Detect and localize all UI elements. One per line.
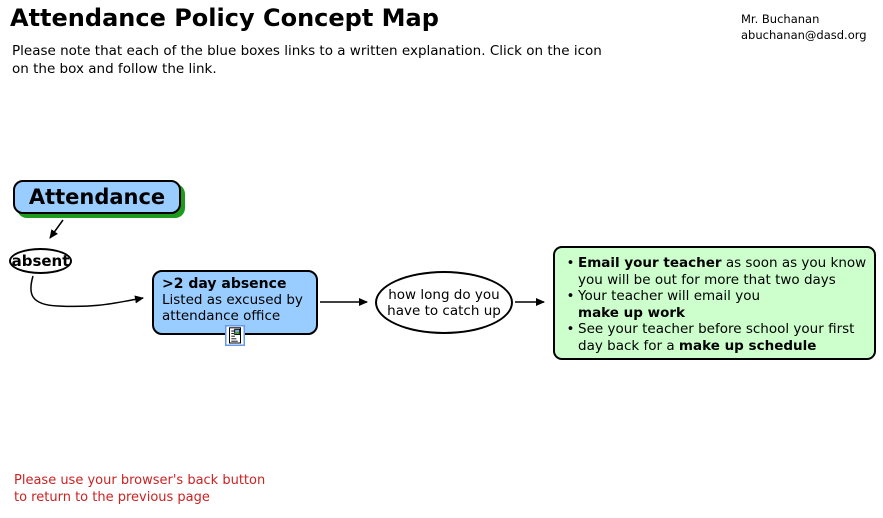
node-absence-box: >2 day absence Listed as excused by atte… xyxy=(152,270,318,335)
author-contact: Mr. Buchanan abuchanan@dasd.org xyxy=(741,12,867,43)
page-subtitle: Please note that each of the blue boxes … xyxy=(12,43,602,78)
info-bullet-2: • Your teacher will email you make up wo… xyxy=(563,288,868,321)
author-name: Mr. Buchanan xyxy=(741,12,820,26)
bullet-marker: • xyxy=(566,288,575,304)
bullet-marker: • xyxy=(566,255,575,271)
node-info-box: • Email your teacher as soon as you know… xyxy=(553,246,876,360)
back-note-line-2: to return to the previous page xyxy=(14,490,210,505)
bullet-marker: • xyxy=(566,321,575,337)
document-link-icon[interactable] xyxy=(225,325,245,346)
info-bullet-3-bold: make up schedule xyxy=(678,337,817,354)
info-bullet-3-line2-pre: day back for a xyxy=(578,337,679,354)
arrow-absent-to-absence-box xyxy=(30,275,144,308)
node-attendance: Attendance xyxy=(13,180,181,214)
arrow-attendance-to-absent xyxy=(49,219,64,239)
subtitle-line-2: on the box and follow the link. xyxy=(12,60,217,77)
question-line-2: have to catch up xyxy=(387,302,501,319)
subtitle-line-1: Please note that each of the blue boxes … xyxy=(12,43,602,59)
absence-box-line-1: Listed as excused by xyxy=(162,292,303,308)
absence-box-title: >2 day absence xyxy=(162,276,287,292)
absence-box-line-2: attendance office xyxy=(162,308,281,324)
info-bullet-3: • See your teacher before school your fi… xyxy=(563,321,868,354)
node-absent-label: absent xyxy=(11,252,70,270)
info-bullet-1-bold: Email your teacher xyxy=(578,255,722,271)
info-bullet-1-line2: you will be out for more that two days xyxy=(578,271,836,288)
node-question: how long do you have to catch up xyxy=(375,271,513,334)
info-bullet-1: • Email your teacher as soon as you know… xyxy=(563,255,868,288)
document-link-icon-glyph xyxy=(225,325,245,346)
back-note-line-1: Please use your browser's back button xyxy=(14,473,266,488)
info-bullet-1-rest: as soon as you know xyxy=(721,255,867,271)
info-bullet-3-text: See your teacher before school your firs… xyxy=(578,321,868,354)
author-email: abuchanan@dasd.org xyxy=(741,27,867,42)
info-bullet-2-text: Your teacher will email you make up work xyxy=(578,288,868,321)
page-title: Attendance Policy Concept Map xyxy=(10,4,439,32)
info-bullet-1-text: Email your teacher as soon as you know y… xyxy=(578,255,868,288)
node-absent: absent xyxy=(9,248,72,274)
question-line-1: how long do you xyxy=(388,286,500,303)
info-bullet-2-line1: Your teacher will email you xyxy=(578,288,761,304)
info-bullet-2-bold: make up work xyxy=(578,304,686,321)
back-navigation-note: Please use your browser's back button to… xyxy=(14,472,265,506)
info-bullet-3-line1: See your teacher before school your firs… xyxy=(578,321,855,337)
node-attendance-label: Attendance xyxy=(28,185,166,209)
